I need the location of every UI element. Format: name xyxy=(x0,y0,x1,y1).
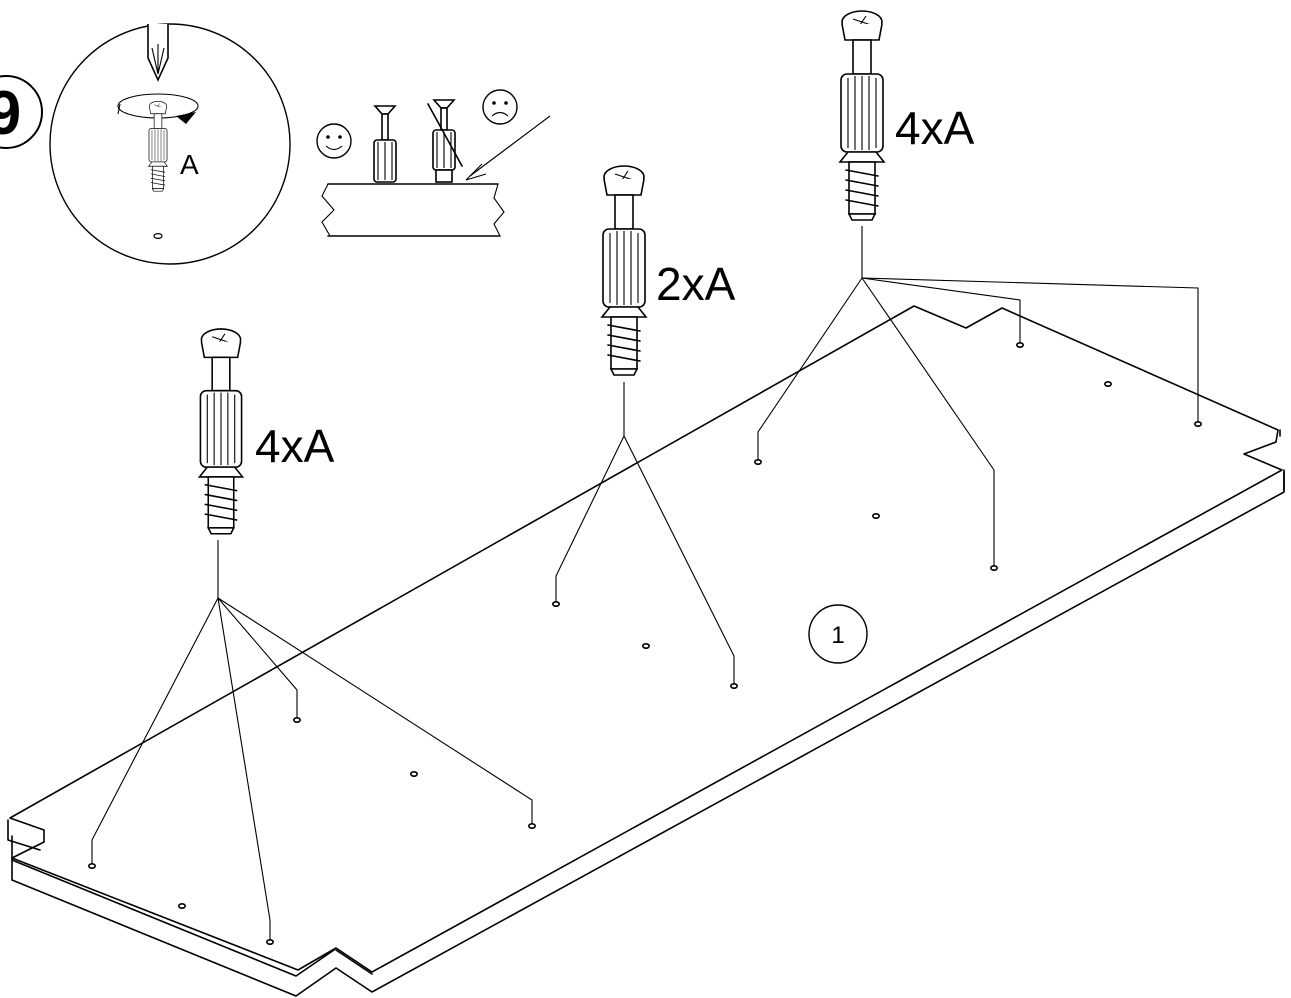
board-panel xyxy=(7,305,1285,997)
frown-icon xyxy=(482,89,518,125)
part-letter-label: A xyxy=(180,149,199,180)
part-number-label: 1 xyxy=(831,622,844,649)
cam-bolt-icon xyxy=(839,10,885,221)
part-number-badge: 1 xyxy=(808,604,868,664)
left-quantity-label: 4xA xyxy=(255,420,335,472)
leader-lines-middle xyxy=(555,382,735,684)
correct-bolt-icon xyxy=(373,105,397,183)
leader-lines-left xyxy=(91,540,533,940)
cam-bolt-icon xyxy=(198,328,244,535)
middle-quantity-label: 2xA xyxy=(656,258,736,310)
screwdriver-icon xyxy=(147,24,169,82)
right-quantity-label: 4xA xyxy=(895,102,975,154)
depth-detail xyxy=(316,89,551,237)
wrong-bolt-icon xyxy=(427,99,463,183)
pointer-arrow-icon xyxy=(465,115,551,181)
leader-lines-right xyxy=(757,226,1199,566)
cam-bolt-icon xyxy=(601,165,647,376)
smiley-icon xyxy=(316,123,352,159)
step-number: 9 xyxy=(0,79,21,148)
step-number-badge: 9 xyxy=(0,75,43,149)
detail-circle: A xyxy=(49,23,291,265)
